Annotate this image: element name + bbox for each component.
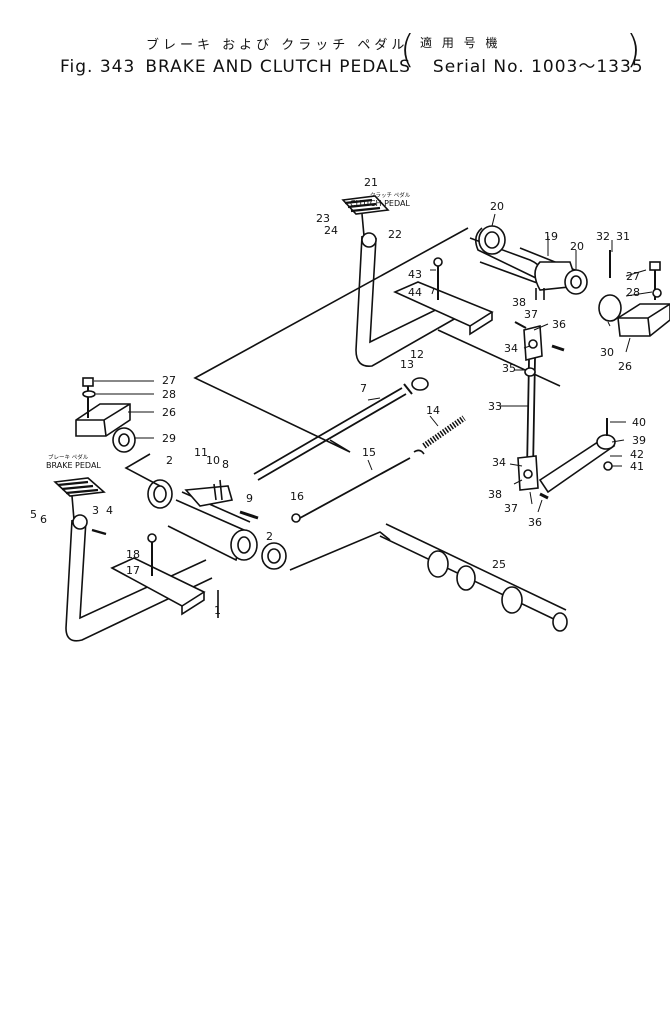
bolt-27-upper-head bbox=[649, 261, 661, 271]
callout-6: 6 bbox=[40, 513, 47, 526]
nut-41 bbox=[603, 461, 613, 471]
clutch-shaft-19 bbox=[469, 225, 588, 300]
callout-43: 43 bbox=[408, 268, 422, 281]
callout-29: 29 bbox=[162, 432, 176, 445]
guide-line-25 bbox=[289, 531, 391, 571]
callout-44: 44 bbox=[408, 286, 422, 299]
washer-28-lower bbox=[82, 390, 96, 398]
callout-37-upper: 37 bbox=[524, 308, 538, 321]
callout-4: 4 bbox=[106, 504, 113, 517]
callout-20-left: 20 bbox=[490, 200, 504, 213]
callout-34-lower: 34 bbox=[492, 456, 506, 469]
callout-16: 16 bbox=[290, 490, 304, 503]
callout-21: 21 bbox=[364, 176, 378, 189]
upper-guide-line-2 bbox=[437, 329, 561, 387]
shaft-25 bbox=[379, 523, 568, 632]
callout-26-lower: 26 bbox=[162, 406, 176, 419]
plate-12 bbox=[411, 377, 429, 391]
spring-14 bbox=[422, 415, 466, 449]
clutch-pedal-label-jp: クラッチ ペダル bbox=[370, 191, 411, 199]
bushing-2-right bbox=[261, 542, 287, 570]
rod-33-assembly bbox=[514, 321, 565, 500]
callout-30: 30 bbox=[600, 346, 614, 359]
rod-15-hook bbox=[413, 449, 425, 455]
applicability-japanese: 適 用 号 機 bbox=[420, 36, 501, 50]
callout-18: 18 bbox=[126, 548, 140, 561]
callout-25: 25 bbox=[492, 558, 506, 571]
callout-36-lower: 36 bbox=[528, 516, 542, 529]
figure-number: Fig. 343 bbox=[60, 57, 136, 77]
callout-15: 15 bbox=[362, 446, 376, 459]
callout-34-upper: 34 bbox=[504, 342, 518, 355]
upper-pedal-stop-plate-edge bbox=[469, 312, 493, 336]
callout-32: 32 bbox=[596, 230, 610, 243]
left-bracket: ( bbox=[400, 27, 415, 71]
callout-20-right: 20 bbox=[570, 240, 584, 253]
callout-1: 1 bbox=[214, 604, 221, 617]
main-brake-shaft bbox=[147, 479, 287, 570]
callout-7: 7 bbox=[360, 382, 367, 395]
callout-3: 3 bbox=[92, 504, 99, 517]
callout-5: 5 bbox=[30, 508, 37, 521]
callout-2-right: 2 bbox=[266, 530, 273, 543]
callout-17: 17 bbox=[126, 564, 140, 577]
callout-24: 24 bbox=[324, 224, 338, 237]
callout-27-lower: 27 bbox=[162, 374, 176, 387]
callout-41: 41 bbox=[630, 460, 644, 473]
callout-19: 19 bbox=[544, 230, 558, 243]
serial-range: 1003～1335 bbox=[531, 57, 644, 77]
callout-14: 14 bbox=[426, 404, 440, 417]
upper-guide-line bbox=[193, 227, 469, 453]
callout-33: 33 bbox=[488, 400, 502, 413]
bolt-27-lower-head bbox=[82, 377, 94, 387]
callout-35: 35 bbox=[502, 362, 516, 375]
brake-pedal-label-jp: ブレーキ ペダル bbox=[48, 453, 89, 461]
callout-40: 40 bbox=[632, 416, 646, 429]
callout-8: 8 bbox=[222, 458, 229, 471]
bushing-30 bbox=[598, 294, 622, 322]
callout-38-lower: 38 bbox=[488, 488, 502, 501]
callout-10: 10 bbox=[206, 454, 220, 467]
callout-22: 22 bbox=[388, 228, 402, 241]
callout-leaders bbox=[94, 213, 653, 513]
callout-42: 42 bbox=[630, 448, 644, 461]
brake-pedal-label: BRAKE PEDAL bbox=[46, 461, 101, 470]
clutch-pedal-label: CLUTCH PEDAL bbox=[350, 199, 410, 208]
rod-7 bbox=[253, 387, 407, 481]
callout-23: 23 bbox=[316, 212, 330, 225]
clutch-pedal bbox=[341, 195, 471, 367]
callout-12: 12 bbox=[410, 348, 424, 361]
right-bracket: ) bbox=[626, 27, 641, 71]
callout-31: 31 bbox=[616, 230, 630, 243]
callout-28-upper: 28 bbox=[626, 286, 640, 299]
bracket-26-lower bbox=[75, 403, 131, 437]
nut-16 bbox=[291, 513, 301, 523]
callout-28-lower: 28 bbox=[162, 388, 176, 401]
callout-numbers: 1 2 2 3 4 5 6 7 8 9 10 11 12 13 14 15 16… bbox=[30, 176, 646, 617]
callout-9: 9 bbox=[246, 492, 253, 505]
callout-38-upper: 38 bbox=[512, 296, 526, 309]
callout-26-upper: 26 bbox=[618, 360, 632, 373]
rod-15 bbox=[299, 457, 411, 519]
callout-11: 11 bbox=[194, 446, 208, 459]
figure-title: Fig. 343 BRAKE AND CLUTCH PEDALS Serial No… bbox=[60, 52, 644, 77]
callout-36-upper: 36 bbox=[552, 318, 566, 331]
callout-39: 39 bbox=[632, 434, 646, 447]
callout-13: 13 bbox=[400, 358, 414, 371]
bushing-29 bbox=[112, 427, 136, 453]
washer-28-upper bbox=[652, 288, 662, 298]
callout-2-left: 2 bbox=[166, 454, 173, 467]
bushing-2-left bbox=[147, 479, 173, 509]
pin-9 bbox=[239, 510, 259, 520]
title-japanese: ブレーキ および クラッチ ペダル bbox=[146, 38, 409, 53]
bolt-4 bbox=[91, 528, 107, 536]
bracket-26-upper bbox=[617, 303, 670, 337]
lower-pedal-stop-plate-edge bbox=[181, 592, 205, 616]
figure-title-english: BRAKE AND CLUTCH PEDALS bbox=[145, 57, 411, 77]
callout-37-lower: 37 bbox=[504, 502, 518, 515]
bracket-guide-line bbox=[124, 453, 161, 487]
callout-27-upper: 27 bbox=[626, 270, 640, 283]
serial-label: Serial No. bbox=[432, 57, 525, 77]
